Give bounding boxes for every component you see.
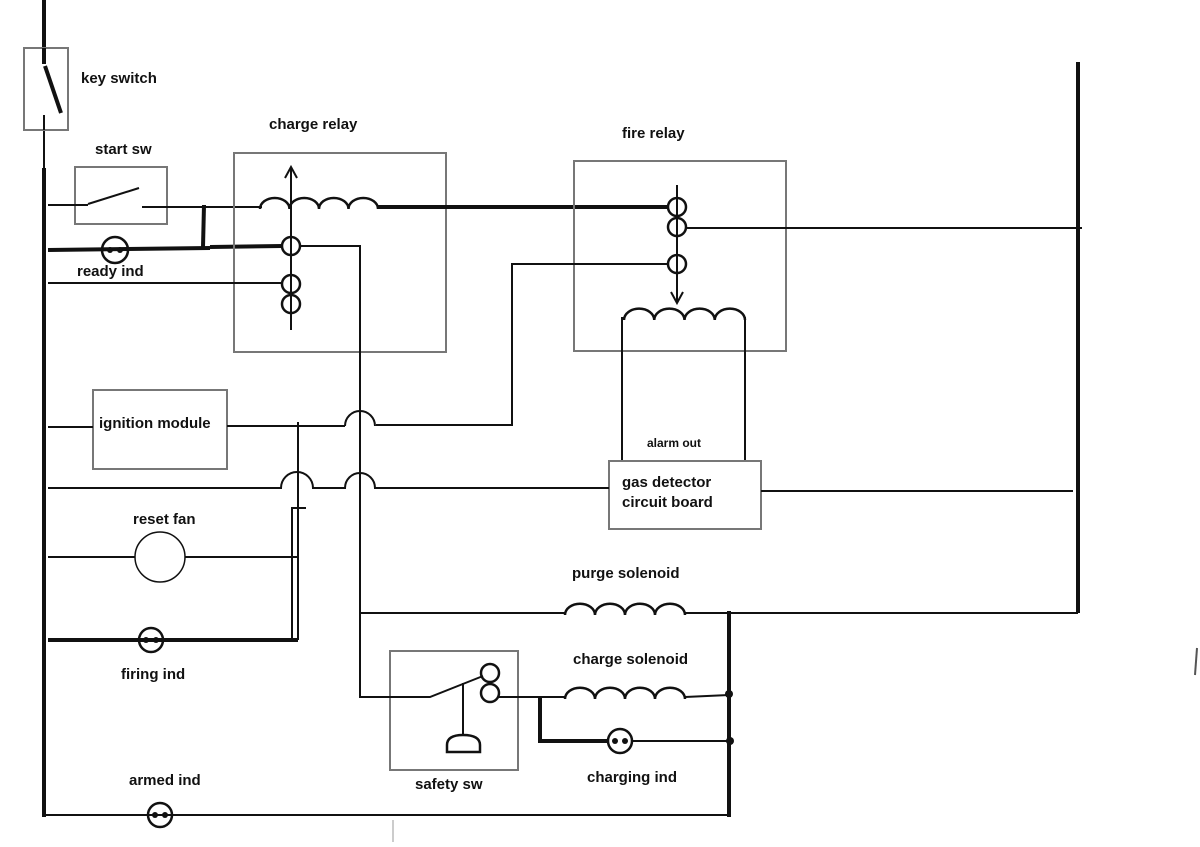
wire: [201, 204, 206, 248]
junction-dot: [725, 690, 733, 698]
reset-fan-icon: [134, 531, 186, 583]
wire: [300, 245, 361, 695]
charge-relay-box: [233, 152, 447, 353]
wire: [48, 471, 609, 489]
fire-relay-label: fire relay: [622, 125, 685, 142]
key-switch-label: key switch: [81, 70, 157, 87]
wire: [209, 244, 283, 249]
wire: [684, 694, 730, 698]
arrow-head-icon: [670, 291, 684, 306]
charging-indicator-lamp: [606, 727, 634, 755]
fire-relay-box: [573, 160, 787, 352]
armed-ind-label: armed ind: [129, 772, 201, 789]
fire-relay-coil: [622, 307, 747, 321]
purge-solenoid-coil: [563, 602, 687, 616]
start-switch: [48, 166, 262, 225]
reset-fan-label: reset fan: [133, 511, 196, 528]
gas-detector-label-2: circuit board: [622, 494, 713, 511]
gas-detector-label-1: gas detector: [622, 474, 711, 491]
ready-ind-label: ready ind: [77, 263, 144, 280]
armed-indicator-lamp: [146, 801, 174, 829]
firing-ind-label: firing ind: [121, 666, 185, 683]
gas-detector-box: [608, 460, 762, 530]
start-switch-label: start sw: [95, 141, 152, 158]
pendulum-weight-icon: [445, 733, 482, 754]
charge-solenoid-coil: [563, 686, 687, 700]
arrow-head-icon: [284, 164, 298, 179]
purge-solenoid-label: purge solenoid: [572, 565, 680, 582]
junction-dot: [726, 737, 734, 745]
safety-switch-box: [389, 650, 519, 771]
safety-switch-blade: [359, 675, 484, 698]
ready-indicator-lamp: [100, 235, 130, 265]
charge-relay-coil: [258, 196, 380, 210]
charge-solenoid-label: charge solenoid: [573, 651, 688, 668]
wire-crossover: [344, 410, 376, 427]
charging-ind-label: charging ind: [587, 769, 677, 786]
switch-contact: [479, 682, 501, 704]
key-switch: [23, 47, 69, 131]
alarm-out-label: alarm out: [647, 436, 701, 450]
stray-mark: [1194, 647, 1198, 676]
charge-relay-label: charge relay: [269, 116, 358, 133]
wire: [744, 317, 746, 461]
switch-contact: [479, 662, 501, 684]
ignition-module-label: ignition module: [99, 415, 211, 432]
safety-sw-label: safety sw: [415, 776, 483, 793]
ignition-module-box: [92, 389, 228, 470]
firing-indicator-lamp: [137, 626, 165, 654]
wire: [376, 263, 668, 426]
wire: [538, 697, 608, 743]
relay-contact: [280, 293, 302, 315]
wire: [291, 507, 306, 640]
wire: [621, 317, 624, 461]
